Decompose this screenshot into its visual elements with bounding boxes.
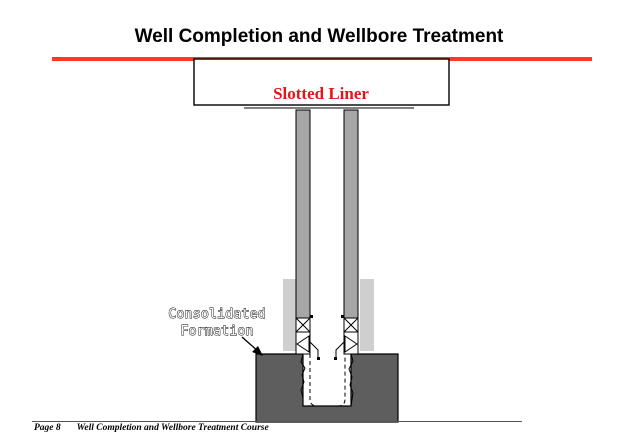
slide-title: Well Completion and Wellbore Treatment	[134, 26, 504, 47]
packer-left-icon	[295, 317, 311, 333]
liner-hanger-right	[334, 331, 359, 360]
packer-right-icon	[343, 317, 359, 333]
consolidated-formation	[255, 353, 399, 423]
borehole-wall-left	[300, 353, 306, 406]
formation-arrow-icon	[241, 336, 263, 356]
footer-divider	[32, 421, 522, 422]
formation-label-line2: Formation	[180, 323, 253, 339]
borehole-wall-right	[348, 353, 354, 407]
course-name: Well Completion and Wellbore Treatment C…	[76, 423, 269, 433]
slotted-liner-box	[193, 58, 450, 106]
slotted-liner-label: Slotted Liner	[273, 84, 369, 103]
liner-hanger-left	[295, 331, 320, 360]
slotted-liner	[314, 356, 342, 404]
casing-left	[295, 109, 311, 319]
cement-band-right	[360, 279, 374, 351]
casing-right	[343, 109, 359, 319]
page-number: Page 8	[34, 423, 61, 433]
footer: Page 8 Well Completion and Wellbore Treat…	[34, 423, 269, 433]
formation-label-line1: Consolidated	[168, 306, 266, 322]
cement-band-left	[283, 279, 297, 351]
slotted-liner-outline	[309, 354, 346, 407]
